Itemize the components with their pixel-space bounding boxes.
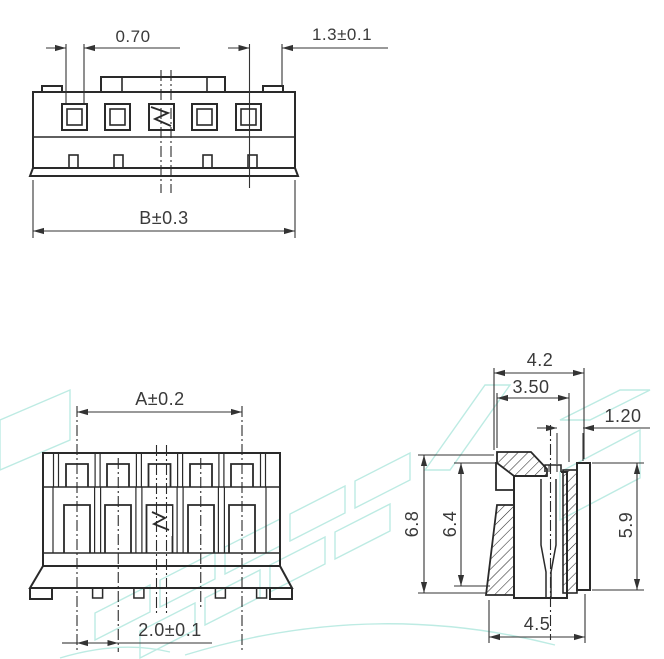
- foot: [214, 587, 227, 599]
- front-view: [28, 70, 300, 193]
- dimension-body-width: [496, 393, 570, 462]
- dim-base-width-label: 4.5: [524, 614, 551, 634]
- rear-view: [28, 406, 294, 652]
- wall-lines: [52, 487, 267, 553]
- top-latch-hatched: [496, 451, 548, 477]
- contact-window-1: [61, 103, 88, 131]
- left-foot: [29, 588, 53, 600]
- inner-wall-hatched: [562, 469, 578, 594]
- rear-view-dimensions: [62, 408, 242, 647]
- front-view-dimensions: [32, 44, 388, 238]
- dim-wall-offset-label: 1.20: [604, 406, 641, 426]
- dimension-overall-width: [32, 180, 296, 238]
- right-foot: [269, 588, 293, 600]
- slot-4: [247, 154, 258, 169]
- slot-2: [113, 154, 124, 169]
- dim-pitch-label: 2.0±0.1: [138, 620, 201, 640]
- dim-contact-span-label: A±0.2: [135, 389, 184, 409]
- dim-side-height-label: 5.9: [616, 512, 636, 539]
- dimension-wall-offset: [537, 424, 650, 464]
- dim-end-pocket-label: 1.3±0.1: [312, 25, 372, 44]
- foot: [91, 587, 104, 599]
- dim-cavity-height-label: 6.4: [440, 511, 460, 538]
- front-view-break-lines: [160, 70, 172, 193]
- top-slits: [52, 453, 267, 487]
- dimension-base-width: [488, 594, 586, 643]
- right-wall: [576, 462, 591, 591]
- dim-pin-window-width-label: 0.70: [115, 27, 150, 46]
- dim-top-width-label: 4.2: [527, 350, 554, 370]
- dimension-cavity-height: [454, 462, 496, 587]
- dim-overall-width-label: B±0.3: [139, 208, 188, 228]
- contact-entry: [544, 464, 562, 472]
- front-view-details: [33, 77, 295, 169]
- contact-window-4: [191, 103, 218, 131]
- rear-view-break-lines: [151, 445, 172, 614]
- left-corner-boss: [41, 85, 63, 93]
- cavity-line-right: [550, 479, 557, 598]
- dimension-overall-height: [418, 454, 494, 594]
- cavity-line-left: [540, 479, 547, 598]
- rear-view-comb: [43, 453, 280, 599]
- right-corner-boss: [262, 85, 284, 93]
- polarizing-tab: [100, 76, 226, 93]
- dimension-pin-window-width: [46, 44, 180, 103]
- rear-view-centerlines: [76, 406, 243, 652]
- rear-view-body: [28, 452, 294, 600]
- dimension-side-height: [592, 462, 644, 591]
- side-view-dimensions: [418, 368, 650, 643]
- dim-body-width-label: 3.50: [512, 377, 549, 397]
- dimension-top-width: [493, 368, 585, 459]
- side-view: [484, 425, 591, 640]
- side-latch-hatched: [484, 504, 515, 596]
- side-view-body: [484, 451, 591, 599]
- dim-overall-height-label: 6.8: [402, 511, 422, 538]
- contact-window-5: [235, 103, 262, 131]
- foot: [133, 587, 145, 599]
- slot-3: [202, 154, 213, 169]
- foot: [255, 587, 268, 599]
- slot-1: [68, 154, 79, 169]
- watermark-logo: [0, 384, 651, 659]
- dimension-end-pocket: [228, 44, 388, 188]
- front-view-body: [28, 76, 300, 177]
- contact-window-2: [104, 103, 131, 131]
